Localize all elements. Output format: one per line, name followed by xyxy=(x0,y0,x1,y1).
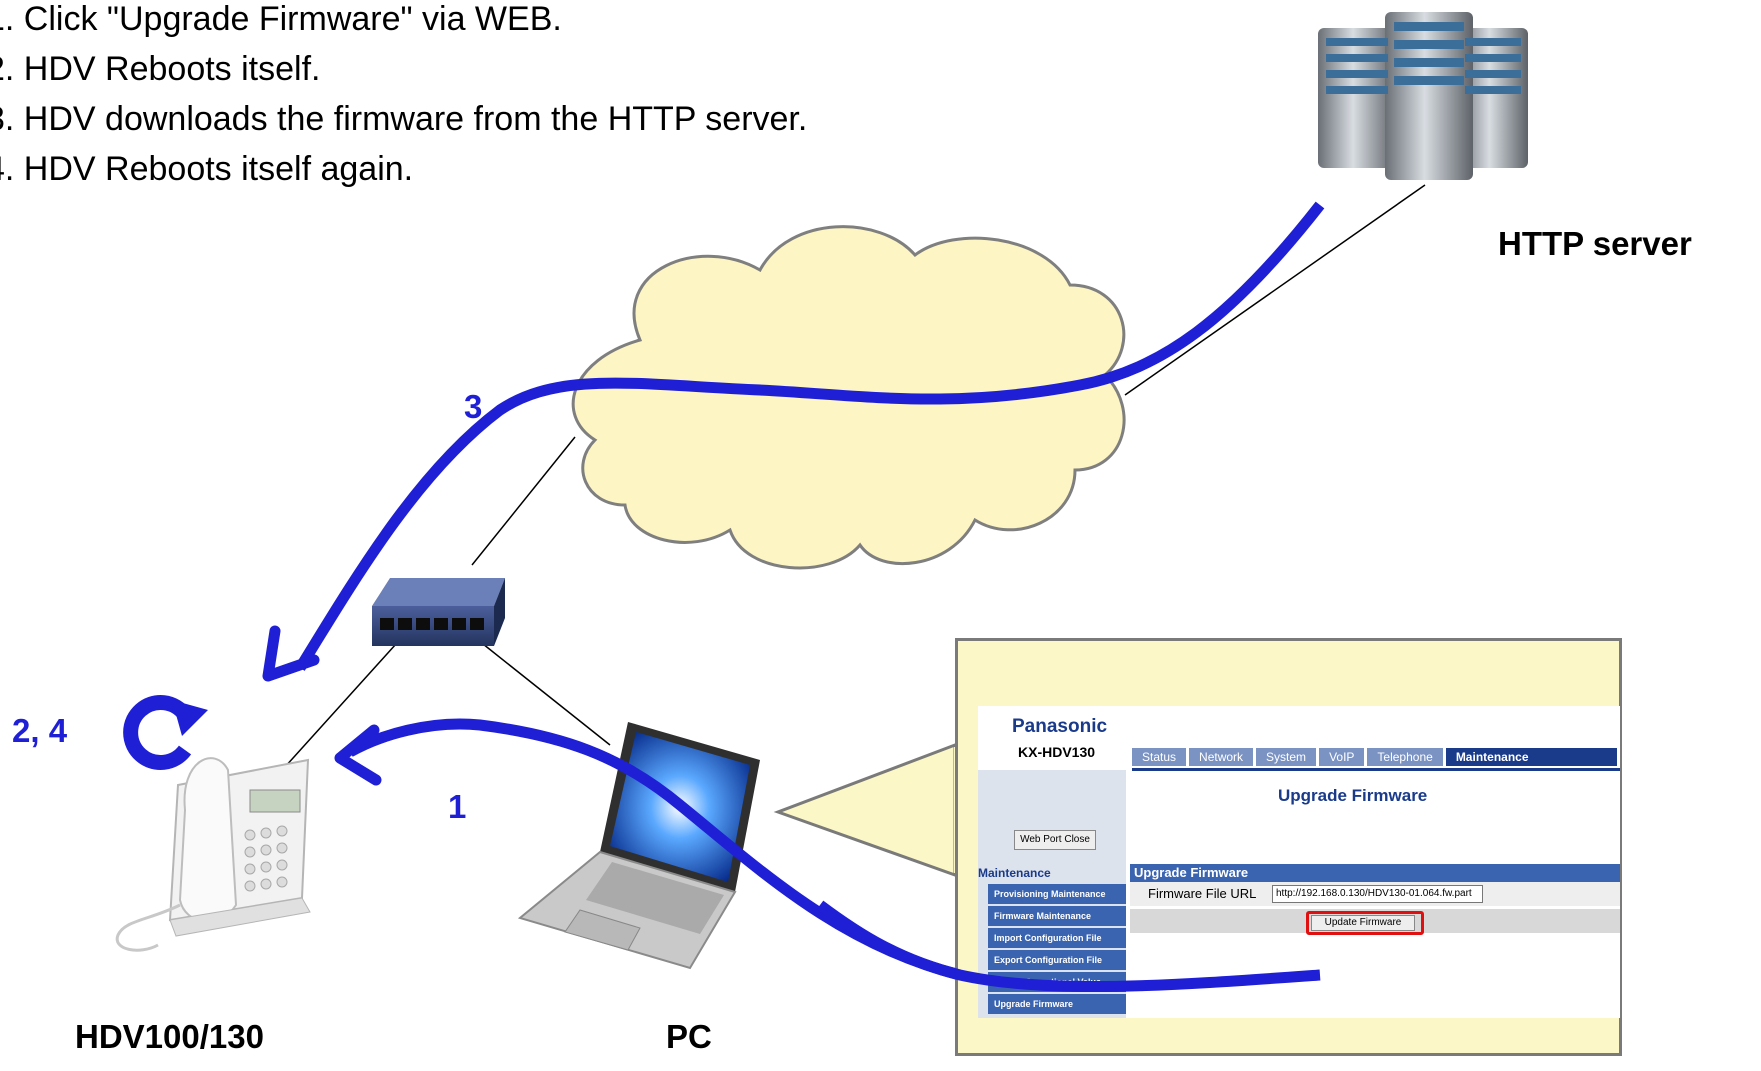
step-3-marker: 3 xyxy=(464,388,483,425)
line-server-cloud xyxy=(1124,184,1426,396)
menu-item-export-config[interactable]: Export Configuration File xyxy=(988,950,1126,970)
web-port-close-button[interactable]: Web Port Close xyxy=(1014,830,1096,850)
model-name: KX-HDV130 xyxy=(1018,744,1096,760)
callout-pointer xyxy=(773,742,957,878)
button-row: Update Firmware xyxy=(1130,909,1620,935)
menu-item-upgrade-firmware[interactable]: Upgrade Firmware xyxy=(988,994,1126,1014)
menu-item-export-operational[interactable]: Export Operational Value xyxy=(988,972,1126,992)
firmware-url-row: Firmware File URL http://192.168.0.130/H… xyxy=(1130,882,1620,906)
web-ui-screenshot: Panasonic KX-HDV130 Status Network Syste… xyxy=(978,706,1620,1018)
menu-item-firmware-maintenance[interactable]: Firmware Maintenance xyxy=(988,906,1126,926)
page-title: Upgrade Firmware xyxy=(1278,786,1428,805)
line-cloud-switch xyxy=(471,436,576,566)
network-switch-icon xyxy=(372,578,505,646)
tab-network[interactable]: Network xyxy=(1189,748,1254,766)
line-switch-pc xyxy=(477,639,611,746)
section-header: Upgrade Firmware xyxy=(1130,864,1620,882)
connection-lines xyxy=(274,184,1426,779)
phone-label: HDV100/130 xyxy=(75,1018,264,1055)
line-switch-phone xyxy=(274,643,397,779)
maintenance-menu-title: Maintenance xyxy=(978,866,1051,880)
tab-voip[interactable]: VoIP xyxy=(1319,748,1365,766)
step-2-4-marker: 2, 4 xyxy=(12,712,68,749)
download-arrow xyxy=(262,201,1325,682)
step-1-marker: 1 xyxy=(448,788,467,825)
steps-list: 1. Click "Upgrade Firmware" via WEB. 2. … xyxy=(0,0,807,194)
step-2: 2. HDV Reboots itself. xyxy=(0,50,321,88)
http-server-label: HTTP server xyxy=(1498,225,1692,262)
tab-telephone[interactable]: Telephone xyxy=(1367,748,1443,766)
desk-phone-icon xyxy=(115,757,311,952)
server-icon xyxy=(1318,12,1528,180)
menu-item-provisioning[interactable]: Provisioning Maintenance xyxy=(988,884,1126,904)
firmware-url-label: Firmware File URL xyxy=(1148,886,1257,901)
step-4: 4. HDV Reboots itself again. xyxy=(0,150,414,188)
tab-system[interactable]: System xyxy=(1256,748,1317,766)
tab-status[interactable]: Status xyxy=(1132,748,1187,766)
pc-label: PC xyxy=(666,1018,712,1055)
tab-bar: Status Network System VoIP Telephone Mai… xyxy=(1132,748,1620,771)
reboot-icon xyxy=(123,695,208,770)
tab-maintenance[interactable]: Maintenance xyxy=(1445,748,1617,766)
step-3: 3. HDV downloads the firmware from the H… xyxy=(0,100,808,138)
step-1: 1. Click "Upgrade Firmware" via WEB. xyxy=(0,0,562,38)
firmware-url-input[interactable]: http://192.168.0.130/HDV130-01.064.fw.pa… xyxy=(1272,885,1483,903)
brand-logo: Panasonic xyxy=(1012,716,1108,737)
update-firmware-button[interactable]: Update Firmware xyxy=(1311,915,1415,931)
menu-item-import-config[interactable]: Import Configuration File xyxy=(988,928,1126,948)
